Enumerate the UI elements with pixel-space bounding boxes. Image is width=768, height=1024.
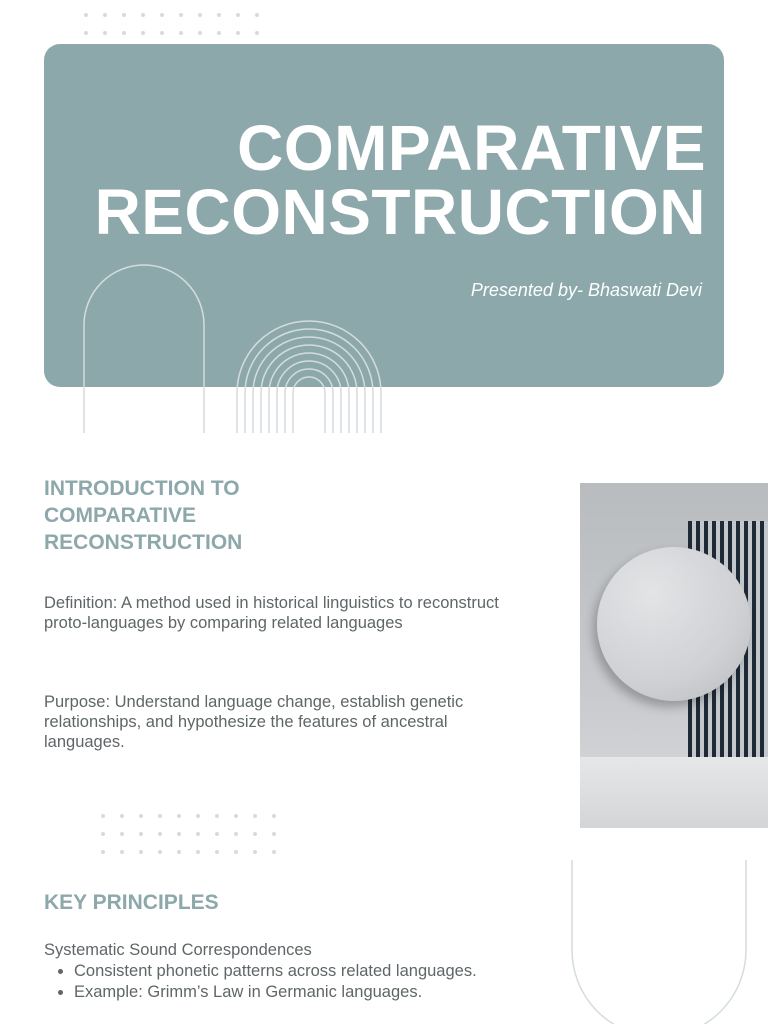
photo-disc bbox=[597, 547, 751, 701]
photo-floor bbox=[580, 757, 768, 828]
key-principles-heading: KEY PRINCIPLES bbox=[44, 891, 219, 914]
nested-arches bbox=[236, 320, 382, 433]
decorative-photo bbox=[580, 483, 768, 828]
title-banner: COMPARATIVE RECONSTRUCTION Presented by-… bbox=[44, 44, 724, 387]
page-title: COMPARATIVE RECONSTRUCTION bbox=[95, 116, 706, 244]
middle-dot-grid bbox=[101, 814, 291, 854]
list-item: Example: Grimm’s Law in Germanic languag… bbox=[74, 982, 477, 1003]
list-item: Consistent phonetic patterns across rela… bbox=[74, 961, 477, 982]
presenter-subtitle: Presented by- Bhaswati Devi bbox=[470, 280, 702, 300]
u-shape-decoration bbox=[571, 860, 747, 1024]
title-line-2: RECONSTRUCTION bbox=[94, 176, 706, 248]
intro-heading: INTRODUCTION TO COMPARATIVE RECONSTRUCTI… bbox=[44, 477, 243, 554]
principle-label: Systematic Sound Correspondences bbox=[44, 941, 312, 959]
title-line-1: COMPARATIVE bbox=[237, 112, 706, 184]
arch-lines-decoration bbox=[83, 264, 382, 433]
definition-paragraph: Definition: A method used in historical … bbox=[44, 594, 499, 632]
single-arch-line bbox=[83, 264, 205, 433]
purpose-paragraph: Purpose: Understand language change, est… bbox=[44, 693, 464, 751]
principle-bullets: Consistent phonetic patterns across rela… bbox=[44, 961, 477, 1003]
